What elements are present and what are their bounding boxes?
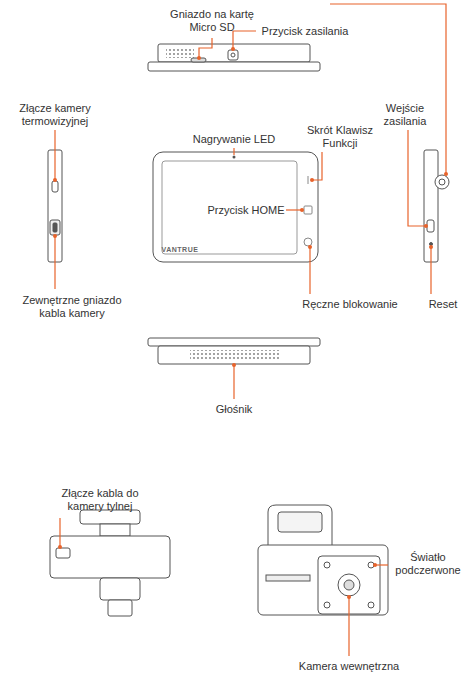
leader-lines [55,4,446,656]
part-label: Reset [429,298,458,311]
part-label: Głośnik [216,403,253,416]
part-label: Gniazdo na kartę Micro SD [162,8,262,34]
front-view [153,152,318,262]
part-label: Przycisk zasilania [262,25,349,38]
part-label: Nagrywanie LED [193,133,276,146]
right-side-view [424,150,449,262]
part-label: Ręczne blokowanie [302,298,397,311]
top-view [148,44,320,71]
part-label: Złącze kamery termowizyjnej [11,102,99,128]
part-label: Zewnętrzne gniazdo kabla kamery [13,294,131,320]
part-label: Wejście zasilania [375,102,435,128]
part-label: Skrót Klawisz Funkcji [299,124,381,150]
part-label: Złącze kabla do kamery tylnej [52,487,148,513]
bottom-view [148,338,320,364]
internal-camera-view [258,505,388,615]
leader-dots [53,47,448,599]
part-label: Światło podczerwone [390,551,466,577]
part-label: Przycisk HOME [208,204,285,217]
mount-side-view [50,510,170,616]
part-label: Kamera wewnętrzna [299,660,399,673]
part-label: VANTRUE [162,246,199,254]
